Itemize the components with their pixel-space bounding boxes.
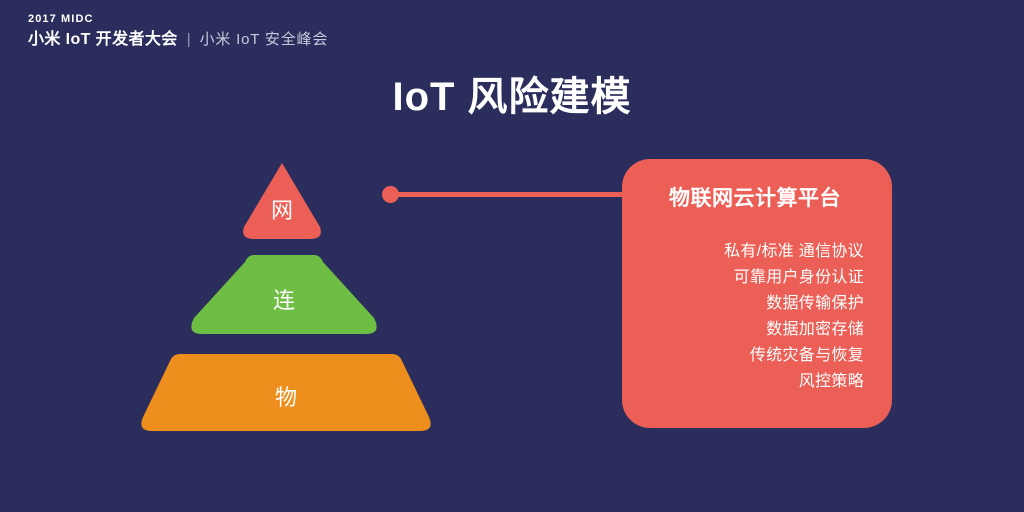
list-item: 可靠用户身份认证 (733, 269, 864, 287)
connector-line-segment (395, 192, 626, 197)
connector-dot-icon (382, 186, 399, 203)
pyramid-layer-top-label: 网 (270, 198, 293, 223)
brand-main-title: 小米 IoT 开发者大会 (28, 31, 178, 48)
brand-lockup: 2017 MIDC 小米 IoT 开发者大会 | 小米 IoT 安全峰会 (28, 14, 328, 48)
page-title: IoT 风险建模 (392, 75, 632, 119)
pyramid-layer-top[interactable]: 网 (240, 161, 324, 241)
brand-year-label: 2017 MIDC (28, 13, 94, 25)
info-card-title: 物联网云计算平台 (669, 187, 841, 210)
list-item: 风控策略 (798, 372, 864, 390)
brand-title-row: 小米 IoT 开发者大会 | 小米 IoT 安全峰会 (28, 32, 328, 48)
pyramid-layer-middle[interactable]: 连 (188, 254, 380, 336)
brand-divider: | (186, 31, 191, 48)
brand-sub-title: 小米 IoT 安全峰会 (199, 31, 329, 48)
info-card[interactable]: 物联网云计算平台 私有/标准 通信协议 可靠用户身份认证 数据传输保护 数据加密… (622, 159, 892, 428)
pyramid-layer-middle-label: 连 (272, 288, 295, 313)
pyramid-diagram: 网 连 物 (130, 155, 450, 445)
pyramid-layer-bottom-label: 物 (274, 385, 297, 410)
triangle-shape-icon (243, 163, 321, 239)
trapezoid-shape-icon (191, 255, 377, 334)
connector-leader-line (382, 186, 626, 203)
trapezoid-shape-icon (141, 354, 431, 431)
list-item: 数据加密存储 (766, 320, 864, 338)
info-card-list: 私有/标准 通信协议 可靠用户身份认证 数据传输保护 数据加密存储 传统灾备与恢… (646, 239, 864, 394)
list-item: 传统灾备与恢复 (749, 346, 864, 364)
list-item: 私有/标准 通信协议 (724, 243, 864, 261)
pyramid-layer-bottom[interactable]: 物 (138, 353, 434, 433)
list-item: 数据传输保护 (766, 295, 864, 313)
